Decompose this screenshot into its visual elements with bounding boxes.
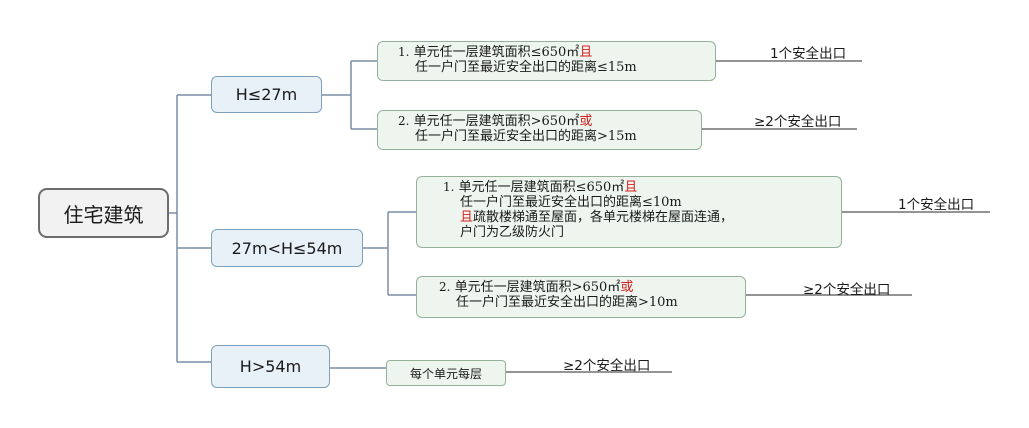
condition-number: 1. (443, 180, 455, 194)
condition-line: 户门为乙级防火门 (460, 225, 565, 240)
condition-box: 2. 单元任一层建筑面积>650㎡或 任一户门至最近安全出口的距离>10m (416, 276, 746, 318)
root-node: 住宅建筑 (38, 188, 169, 238)
condition-line: 单元任一层建筑面积>650㎡ (454, 280, 621, 295)
conjunction: 且 (579, 45, 593, 60)
conjunction: 且 (460, 210, 474, 225)
condition-number: 2. (398, 114, 410, 128)
condition-line: 单元任一层建筑面积≤650㎡ (458, 180, 625, 195)
conjunction: 或 (579, 114, 593, 129)
condition-tag: 每个单元每层 (386, 360, 506, 386)
condition-line: 任一户门至最近安全出口的距离≤10m (460, 195, 682, 210)
condition-line: 单元任一层建筑面积>650㎡ (413, 114, 580, 129)
condition-line: 任一户门至最近安全出口的距离>15m (415, 129, 637, 144)
condition-line: 单元任一层建筑面积≤650㎡ (413, 45, 580, 60)
result-label: ≥2个安全出口 (803, 282, 891, 298)
height-node-27-54: 27m<H≤54m (211, 229, 363, 267)
result-label: 1个安全出口 (898, 197, 975, 213)
height-node-gt54: H>54m (211, 345, 330, 388)
condition-number: 1. (398, 45, 410, 59)
condition-number: 2. (439, 280, 451, 294)
condition-box: 1. 单元任一层建筑面积≤650㎡且 任一户门至最近安全出口的距离≤10m 且疏… (416, 176, 842, 248)
height-node-le27: H≤27m (211, 76, 322, 113)
conjunction: 且 (624, 180, 638, 195)
result-label: 1个安全出口 (770, 46, 847, 62)
condition-box: 2. 单元任一层建筑面积>650㎡或 任一户门至最近安全出口的距离>15m (377, 110, 702, 150)
result-label: ≥2个安全出口 (754, 114, 842, 130)
conjunction: 或 (620, 280, 634, 295)
condition-line: 疏散楼梯通至屋面，各单元楼梯在屋面连通， (473, 210, 734, 225)
condition-line: 任一户门至最近安全出口的距离>10m (456, 295, 678, 310)
condition-line: 任一户门至最近安全出口的距离≤15m (415, 60, 637, 75)
result-label: ≥2个安全出口 (563, 358, 651, 374)
condition-box: 1. 单元任一层建筑面积≤650㎡且 任一户门至最近安全出口的距离≤15m (377, 41, 716, 81)
